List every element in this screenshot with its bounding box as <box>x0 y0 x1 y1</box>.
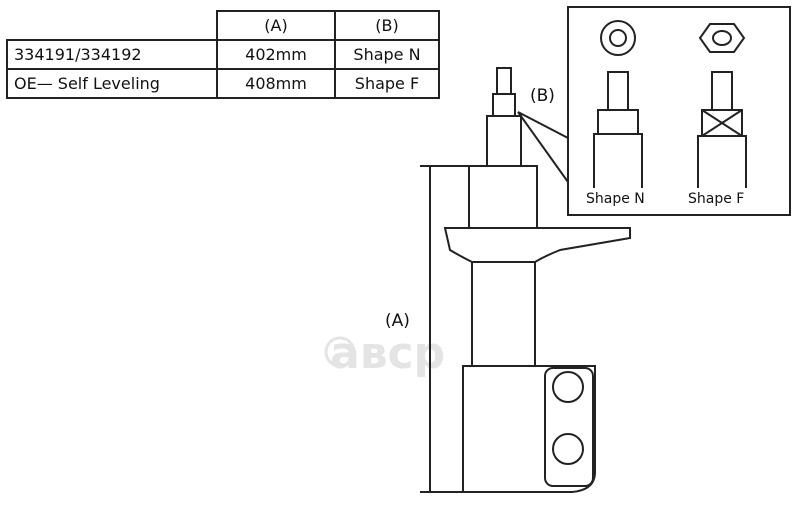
pointer-line-upper <box>517 111 569 139</box>
table-header-a: (A) <box>216 10 336 41</box>
shape-f-label: Shape F <box>688 191 744 207</box>
knuckle-bracket <box>462 365 596 493</box>
table-header-row: (A) (B) <box>7 10 440 41</box>
bracket-flange <box>544 367 594 487</box>
shape-f-stem <box>711 71 733 111</box>
length-cell: 408mm <box>216 68 336 99</box>
bolt-hole-lower <box>552 433 584 465</box>
table-row: 334191/334192 402mm Shape N <box>6 39 440 70</box>
shape-f-nut-inner <box>712 30 732 46</box>
rod-collar <box>492 93 516 117</box>
watermark-logo <box>324 336 356 368</box>
detail-box <box>567 6 791 216</box>
shape-n-nut-icon <box>600 20 636 56</box>
shape-n-collar <box>597 109 639 135</box>
part-number-cell: OE— Self Leveling <box>6 68 218 99</box>
shape-f-cross-b <box>701 109 743 137</box>
shape-n-label: Shape N <box>586 191 645 207</box>
shape-cell: Shape F <box>334 68 440 99</box>
table-row: OE— Self Leveling 408mm Shape F <box>6 68 440 99</box>
upper-body <box>468 165 538 229</box>
shape-n-stem <box>607 71 629 111</box>
detail-b-label: (B) <box>530 86 555 106</box>
shape-f-body <box>697 135 747 188</box>
main-tube <box>471 262 536 366</box>
table-header-blank <box>7 11 218 41</box>
pointer-line-lower <box>517 111 569 183</box>
spec-table: (A) (B) 334191/334192 402mm Shape N OE— … <box>6 10 440 99</box>
length-cell: 402mm <box>216 39 336 70</box>
rod-tip <box>496 67 512 95</box>
shape-cell: Shape N <box>334 39 440 70</box>
dimension-a-label: (A) <box>385 311 410 331</box>
watermark-text: авср <box>330 328 445 379</box>
spring-seat <box>443 227 631 263</box>
part-number-cell: 334191/334192 <box>6 39 218 70</box>
bolt-hole-upper <box>552 371 584 403</box>
table-header-b: (B) <box>334 10 440 41</box>
shape-n-nut-inner <box>609 29 627 47</box>
shape-f-nut-icon <box>698 23 746 53</box>
rod-upper <box>486 115 522 167</box>
shape-n-body <box>593 133 643 188</box>
